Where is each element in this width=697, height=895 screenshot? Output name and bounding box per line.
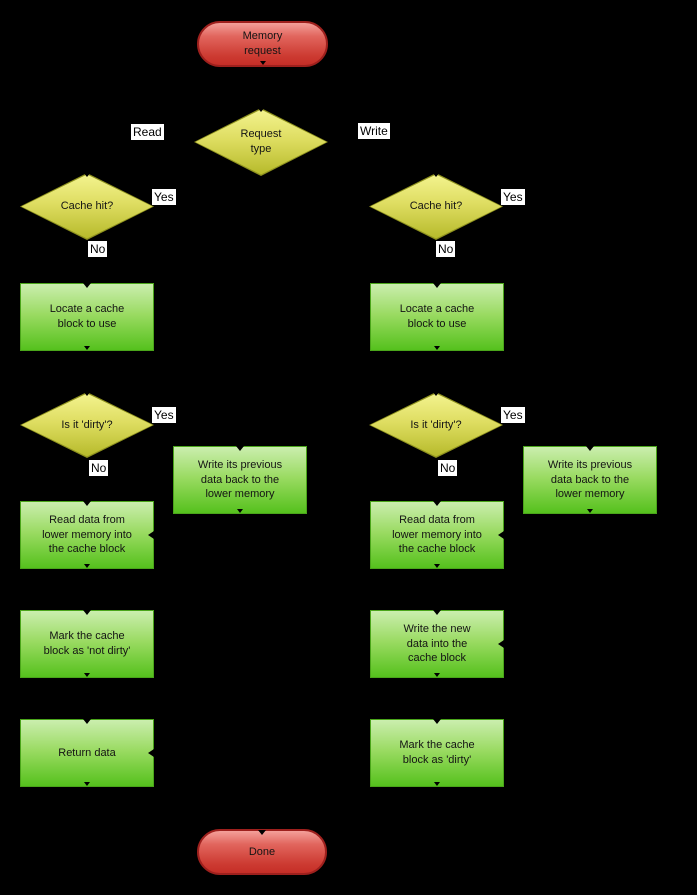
process-mark-not-dirty: Mark the cache block as 'not dirty' — [20, 610, 154, 678]
arrowhead-icon — [83, 391, 91, 396]
edge-label-yes-read-hit: Yes — [152, 189, 176, 205]
arrowhead-icon — [433, 610, 441, 615]
arrowhead-icon — [84, 782, 90, 786]
start-node-label: Memory request — [242, 30, 283, 57]
decision-read-cache-hit-label: Cache hit? — [60, 200, 114, 213]
arrowhead-icon — [257, 107, 265, 112]
decision-write-is-dirty: Is it 'dirty'? — [369, 391, 503, 458]
arrowhead-icon — [236, 446, 244, 451]
process-write-writeback: Write its previous data back to the lowe… — [523, 446, 657, 514]
arrowhead-icon — [84, 673, 90, 677]
process-mark-dirty: Mark the cache block as 'dirty' — [370, 719, 504, 787]
decision-request-type: Request type — [194, 107, 328, 176]
process-return-data-label: Return data — [58, 746, 116, 759]
process-read-fetch-lower-memory: Read data from lower memory into the cac… — [20, 501, 154, 569]
arrowhead-icon — [148, 749, 154, 757]
decision-read-is-dirty-label: Is it 'dirty'? — [61, 418, 113, 431]
edge-label-read: Read — [131, 124, 164, 140]
decision-write-cache-hit-label: Cache hit? — [409, 200, 463, 213]
arrowhead-icon — [258, 830, 266, 835]
start-node-memory-request: Memory request — [197, 21, 328, 67]
arrowhead-icon — [83, 501, 91, 506]
arrowhead-icon — [432, 172, 440, 177]
arrowhead-icon — [148, 531, 154, 539]
process-read-locate-block: Locate a cache block to use — [20, 283, 154, 351]
decision-write-is-dirty-label: Is it 'dirty'? — [410, 418, 462, 431]
edge-label-yes-read-dirty: Yes — [152, 407, 176, 423]
process-write-locate-block: Locate a cache block to use — [370, 283, 504, 351]
edge-label-write: Write — [358, 123, 390, 139]
process-read-writeback: Write its previous data back to the lowe… — [173, 446, 307, 514]
edge-label-no-read-hit: No — [88, 241, 108, 257]
edge-label-no-write-hit: No — [436, 241, 456, 257]
arrowhead-icon — [259, 61, 266, 65]
arrowhead-icon — [434, 673, 440, 677]
arrowhead-icon — [83, 172, 91, 177]
arrowhead-icon — [587, 509, 593, 513]
edge-label-no-read-dirty: No — [89, 460, 109, 476]
process-mark-not-dirty-label: Mark the cache block as 'not dirty' — [43, 630, 131, 657]
arrowhead-icon — [83, 610, 91, 615]
process-read-writeback-label: Write its previous data back to the lowe… — [197, 458, 283, 501]
process-mark-dirty-label: Mark the cache block as 'dirty' — [399, 739, 475, 766]
decision-read-cache-hit: Cache hit? — [20, 172, 154, 240]
decision-read-is-dirty: Is it 'dirty'? — [20, 391, 154, 458]
arrowhead-icon — [83, 719, 91, 724]
end-node-done: Done — [197, 829, 327, 875]
arrowhead-icon — [586, 446, 594, 451]
edge-label-yes-write-dirty: Yes — [501, 407, 525, 423]
arrowhead-icon — [83, 283, 91, 288]
arrowhead-icon — [434, 782, 440, 786]
process-write-writeback-label: Write its previous data back to the lowe… — [547, 458, 633, 501]
arrowhead-icon — [432, 391, 440, 396]
process-read-locate-block-label: Locate a cache block to use — [49, 303, 125, 330]
arrowhead-icon — [433, 719, 441, 724]
edge-label-no-write-dirty: No — [438, 460, 458, 476]
process-write-fetch-lower-memory-label: Read data from lower memory into the cac… — [392, 513, 482, 556]
process-write-fetch-lower-memory: Read data from lower memory into the cac… — [370, 501, 504, 569]
decision-write-cache-hit: Cache hit? — [369, 172, 503, 240]
process-read-fetch-lower-memory-label: Read data from lower memory into the cac… — [42, 513, 132, 556]
arrowhead-icon — [498, 640, 504, 648]
arrowhead-icon — [237, 509, 243, 513]
process-return-data: Return data — [20, 719, 154, 787]
arrowhead-icon — [434, 564, 440, 568]
process-write-locate-block-label: Locate a cache block to use — [399, 303, 475, 330]
edge-label-yes-write-hit: Yes — [501, 189, 525, 205]
arrowhead-icon — [84, 564, 90, 568]
arrowhead-icon — [84, 346, 90, 350]
process-write-new-data-label: Write the new data into the cache block — [403, 622, 471, 665]
arrowhead-icon — [433, 501, 441, 506]
arrowhead-icon — [498, 531, 504, 539]
decision-request-type-label: Request type — [240, 128, 282, 155]
process-write-new-data: Write the new data into the cache block — [370, 610, 504, 678]
arrowhead-icon — [434, 346, 440, 350]
end-node-label: Done — [248, 845, 276, 858]
arrowhead-icon — [433, 283, 441, 288]
